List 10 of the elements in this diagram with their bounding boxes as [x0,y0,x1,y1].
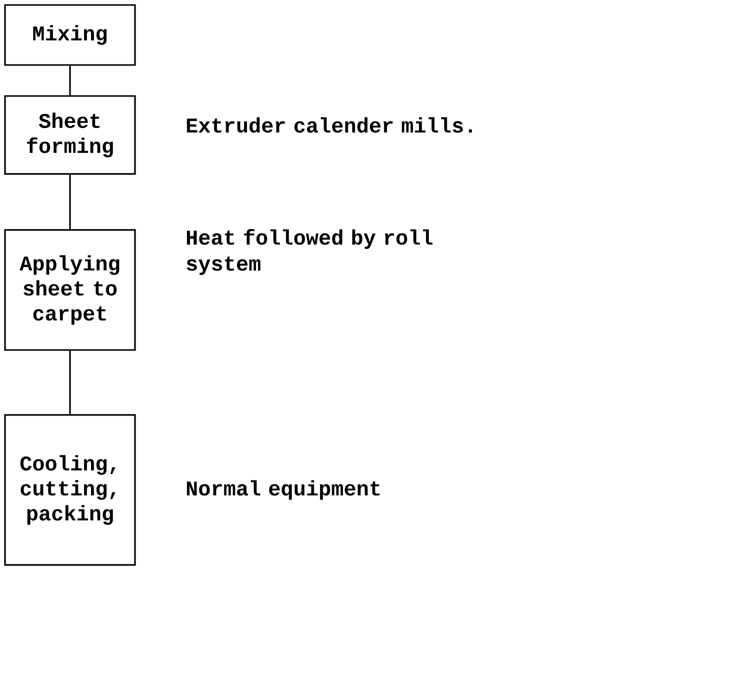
side-note: Normal equipment [186,480,380,500]
process-box: Applying sheet to carpet [4,229,136,351]
side-note: Heat followed by roll system [186,229,432,275]
connector-line [69,174,71,230]
process-box: Sheet forming [4,95,136,175]
side-note: Extruder calender mills. [186,117,472,133]
connector-line [69,66,71,96]
process-box: Mixing [4,4,136,66]
connector-line [69,350,71,414]
process-box: Cooling, cutting, packing [4,414,136,566]
